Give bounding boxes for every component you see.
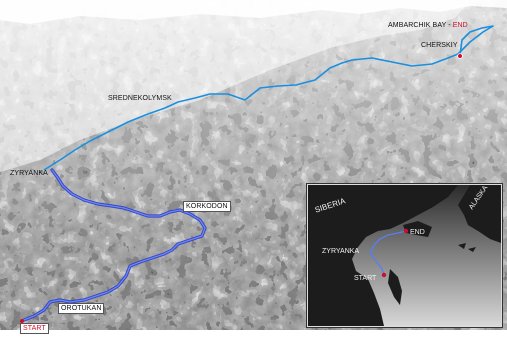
inset-chukotka — [403, 221, 432, 237]
inset-kamchatka — [388, 269, 402, 305]
zyryanka-label: ZYRYANKA — [10, 170, 48, 177]
inset-end-marker — [403, 228, 409, 234]
start-label: START — [20, 323, 49, 334]
inset-route-line — [373, 230, 407, 246]
inset-end-label: END — [410, 229, 425, 236]
inset-siberia-land — [308, 185, 458, 326]
inset-start-label: START — [354, 275, 377, 282]
inset-alaska-land — [458, 185, 501, 243]
start-marker — [20, 319, 24, 323]
end-marker — [457, 53, 463, 59]
locator-inset-map: SIBERIA ALASKA END ZYRYANKA START — [307, 184, 502, 327]
end-label: AMBARCHIK BAY - END — [388, 22, 468, 29]
inset-zyryanka-label: ZYRYANKA — [322, 248, 360, 255]
orotukan-label: OROTUKAN — [58, 303, 105, 314]
end-place-name: AMBARCHIK BAY - — [388, 22, 453, 29]
inset-start-marker — [381, 272, 387, 278]
inset-svg — [308, 185, 501, 326]
cherskiy-label: CHERSKIY — [421, 42, 458, 49]
end-word: END — [452, 22, 468, 29]
sea-route-line — [43, 25, 494, 171]
srednekolymsk-label: SREDNEKOLYMSK — [108, 95, 172, 102]
inset-river-line — [369, 244, 385, 276]
river-route-line — [23, 169, 206, 321]
inset-islands — [458, 243, 476, 252]
korkodon-label: KORKODON — [183, 201, 231, 212]
coastal-lowland — [0, 0, 470, 172]
bottom-margin — [0, 330, 507, 338]
